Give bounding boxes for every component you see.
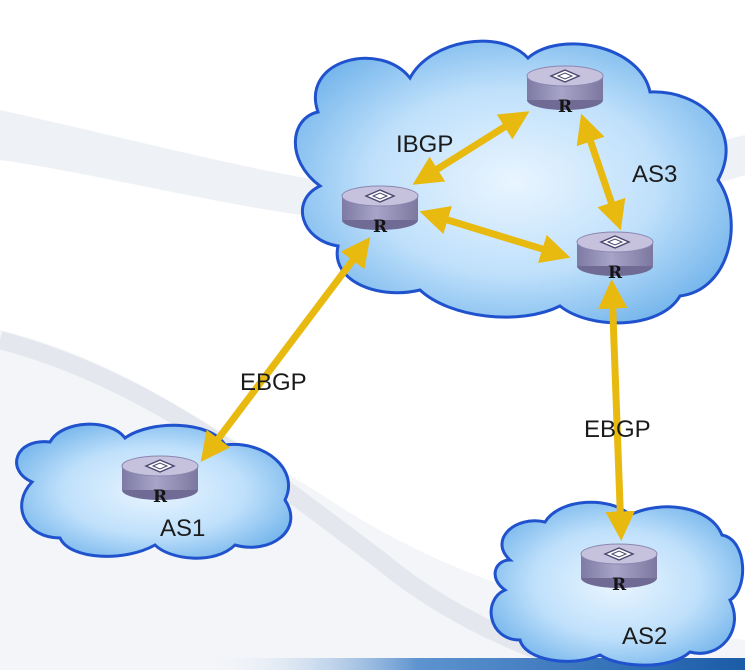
router-label: R xyxy=(608,263,623,283)
footer-bar xyxy=(200,658,745,670)
link-ebgp-as2 xyxy=(598,279,635,541)
link-label-ebgp-as2: EBGP xyxy=(584,416,651,443)
router-label: R xyxy=(558,97,573,117)
link-ibgp-top-right xyxy=(576,113,626,231)
link-ibgp-top-left xyxy=(412,111,530,185)
router-label: R xyxy=(612,575,627,595)
cloud-label-as1: AS1 xyxy=(160,515,205,542)
router-as3-left: R xyxy=(341,185,419,237)
router-as1: R xyxy=(121,455,199,507)
router-label: R xyxy=(153,487,168,507)
link-ebgp-as1 xyxy=(200,236,371,463)
router-label: R xyxy=(373,217,388,237)
link-ibgp-left-right xyxy=(419,205,571,264)
cloud-label-as2: AS2 xyxy=(622,623,667,650)
link-label-ebgp-as1: EBGP xyxy=(240,369,307,396)
link-label-ibgp: IBGP xyxy=(396,131,453,158)
router-as3-top: R xyxy=(526,65,604,117)
cloud-label-as3: AS3 xyxy=(632,161,677,188)
router-as2: R xyxy=(580,543,658,595)
links xyxy=(200,111,635,541)
router-as3-right: R xyxy=(576,231,654,283)
